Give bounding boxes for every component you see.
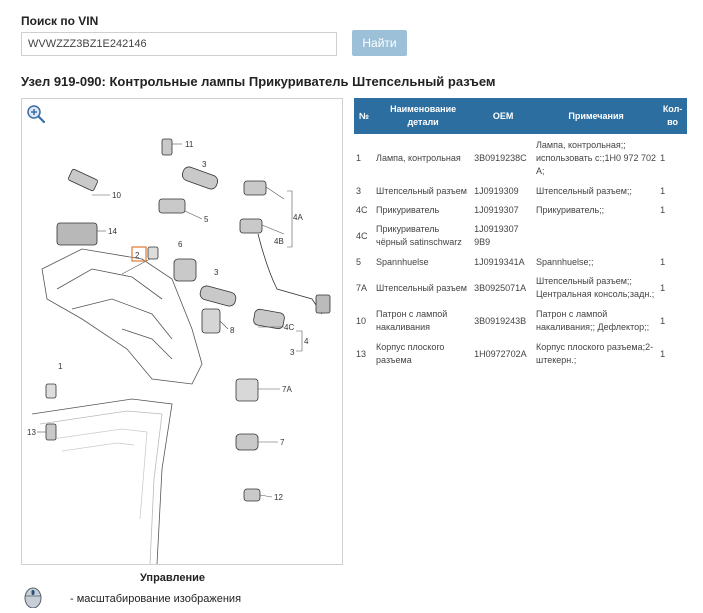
row-oem[interactable]: 1J0919307: [474, 205, 519, 215]
header-num: №: [354, 98, 375, 134]
row-notes: Прикуриватель;;: [536, 205, 605, 215]
row-name: Штепсельный разъем: [376, 282, 467, 293]
row-num: 4C: [356, 230, 368, 241]
row-oem[interactable]: 1H0972702A: [474, 348, 527, 359]
row-notes: Штепсельный разъем;;: [536, 186, 632, 196]
mouse-scroll-icon: [22, 586, 44, 613]
callout-label: 4C: [284, 323, 294, 332]
header-qty: Кол-во: [658, 98, 687, 134]
callout-label: 7: [280, 438, 285, 447]
table-row[interactable]: 10 Патрон с лампой накаливания 3B0919243…: [354, 304, 687, 338]
callout-label: 8: [230, 326, 235, 335]
row-notes: Корпус плоского разъема;2-штекерн.;: [536, 342, 654, 365]
row-notes: Патрон с лампой накаливания;; Дефлектор;…: [536, 309, 650, 332]
callout-label: 12: [274, 493, 283, 502]
callout-label: 3: [202, 160, 207, 169]
row-num: 1: [356, 152, 362, 163]
callout-label: 4B: [274, 237, 284, 246]
parts-diagram[interactable]: 11 3 10 5 14 2 6 4A 4B 3 8 4C 4 3 1 7A 1…: [21, 98, 343, 565]
row-name: Прикуриватель: [376, 205, 440, 215]
table-row[interactable]: 5 Spannhuelse 1J0919341A Spannhuelse;; 1: [354, 252, 687, 272]
row-qty: 1: [660, 282, 666, 293]
header-name: Наименование детали: [374, 98, 473, 134]
table-header-row: № Наименование детали OEM Примечания Кол…: [354, 98, 687, 134]
row-name: Spannhuelse: [376, 256, 429, 267]
row-num: 7A: [356, 282, 368, 293]
row-oem[interactable]: 1J0919307 9B9: [474, 224, 519, 247]
table-row[interactable]: 3 Штепсельный разъем 1J0919309 Штепсельн…: [354, 182, 687, 201]
row-qty: 1: [660, 152, 666, 163]
parts-table: № Наименование детали OEM Примечания Кол…: [354, 98, 687, 370]
callout-label: 5: [204, 215, 209, 224]
callout-label: 7A: [282, 385, 292, 394]
zoom-icon[interactable]: [26, 104, 46, 124]
row-name: Патрон с лампой накаливания: [376, 309, 448, 332]
table-row[interactable]: 4C Прикуриватель 1J0919307 Прикуриватель…: [354, 201, 687, 220]
table-row[interactable]: 7A Штепсельный разъем 3B0925071A Штепсел…: [354, 272, 687, 304]
row-num: 5: [356, 256, 362, 267]
row-name: Прикуриватель чёрный satinschwarz: [376, 224, 462, 247]
row-name: Корпус плоского разъема: [376, 342, 445, 365]
row-oem[interactable]: 3B0919243B: [474, 315, 527, 326]
row-qty: 1: [660, 348, 666, 359]
find-button[interactable]: Найти: [352, 30, 407, 56]
table-row[interactable]: 4C Прикуриватель чёрный satinschwarz 1J0…: [354, 220, 687, 252]
part-11-shape: [161, 138, 173, 156]
callout-label: 10: [112, 191, 121, 200]
controls-title: Управление: [140, 572, 206, 584]
row-oem[interactable]: 1J0919309: [474, 186, 519, 196]
callout-label: 2: [135, 251, 140, 260]
callout-highlight-box: [131, 246, 147, 262]
callout-label: 6: [178, 240, 183, 249]
row-num: 10: [356, 315, 367, 326]
callout-label: 14: [108, 227, 117, 236]
row-notes: Штепсельный разъем;; Центральная консоль…: [536, 276, 655, 299]
row-oem[interactable]: 3B0919238C: [474, 152, 527, 163]
row-notes: Spannhuelse;;: [536, 256, 594, 267]
row-oem[interactable]: 3B0925071A: [474, 282, 527, 293]
row-name: Лампа, контрольная: [376, 152, 461, 163]
table-row[interactable]: 1 Лампа, контрольная 3B0919238C Лампа, к…: [354, 134, 687, 182]
zoom-hint-text: - масштабирование изображения: [70, 593, 242, 605]
row-name: Штепсельный разъем: [376, 186, 467, 196]
row-oem[interactable]: 1J0919341A: [474, 256, 525, 267]
callout-label: 13: [27, 428, 36, 437]
header-notes: Примечания: [534, 98, 659, 134]
vin-search-label: Поиск по VIN: [21, 14, 99, 28]
row-num: 13: [356, 348, 367, 359]
row-num: 4C: [356, 205, 368, 215]
vin-input[interactable]: [21, 32, 337, 56]
row-qty: 1: [660, 315, 666, 326]
callout-label: 11: [185, 140, 194, 149]
header-oem: OEM: [472, 98, 535, 134]
row-num: 3: [356, 186, 362, 196]
row-notes: [534, 220, 658, 252]
assembly-title: Узел 919-090: Контрольные лампы Прикурив…: [21, 74, 496, 89]
callout-label: 1: [58, 362, 63, 371]
row-qty: 1: [660, 205, 666, 215]
callout-label: 3: [214, 268, 219, 277]
table-row[interactable]: 13 Корпус плоского разъема 1H0972702A Ко…: [354, 338, 687, 370]
callout-label: 3: [290, 348, 295, 357]
row-qty: 1: [660, 256, 666, 267]
callout-label: 4: [304, 337, 309, 346]
diagram-drawing: 11 3 10 5 14 2 6 4A 4B 3 8 4C 4 3 1 7A 1…: [27, 138, 331, 564]
callout-label: 4A: [293, 213, 303, 222]
row-qty: [658, 220, 687, 252]
row-qty: 1: [660, 186, 666, 196]
row-notes: Лампа, контрольная;; использовать с:;1H0…: [536, 139, 657, 176]
